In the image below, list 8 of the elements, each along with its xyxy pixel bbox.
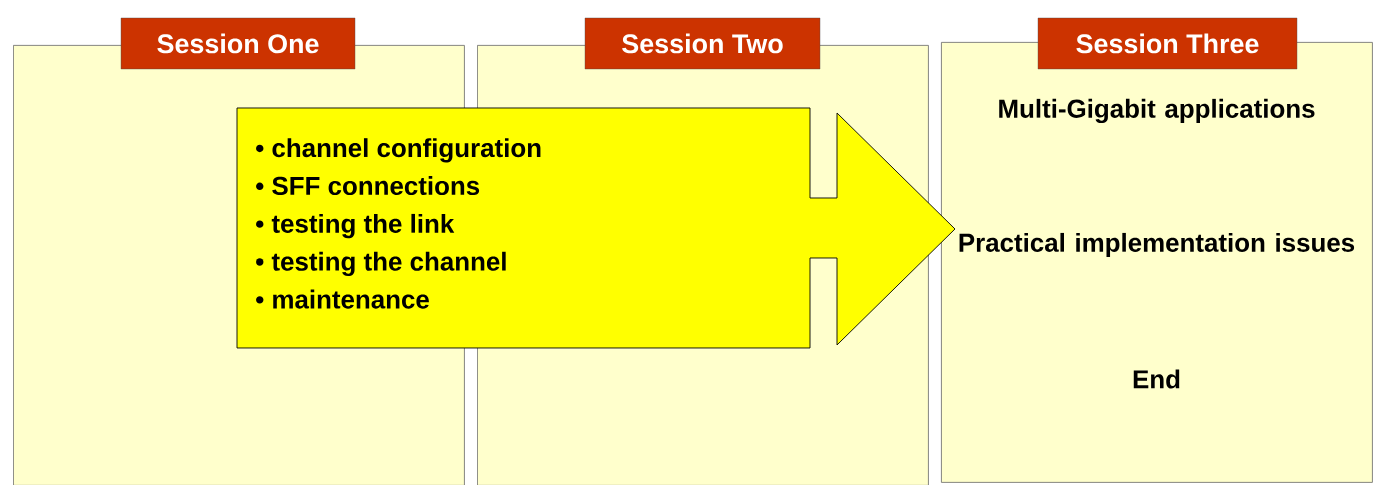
panel-text: Multi-Gigabit applications — [999, 98, 1315, 124]
header-tab: Session One — [120, 17, 356, 70]
session-panel — [941, 17, 1373, 483]
header-tab: Session Three — [1037, 17, 1298, 70]
panel-text: End — [1133, 369, 1180, 389]
header-tab: Session Two — [584, 17, 821, 70]
panel-text: Practical implementation issues — [959, 232, 1355, 258]
arrow-callout: • channel configuration • SFF connections • testing the link • testing the channel • maintenance — [236, 107, 956, 349]
